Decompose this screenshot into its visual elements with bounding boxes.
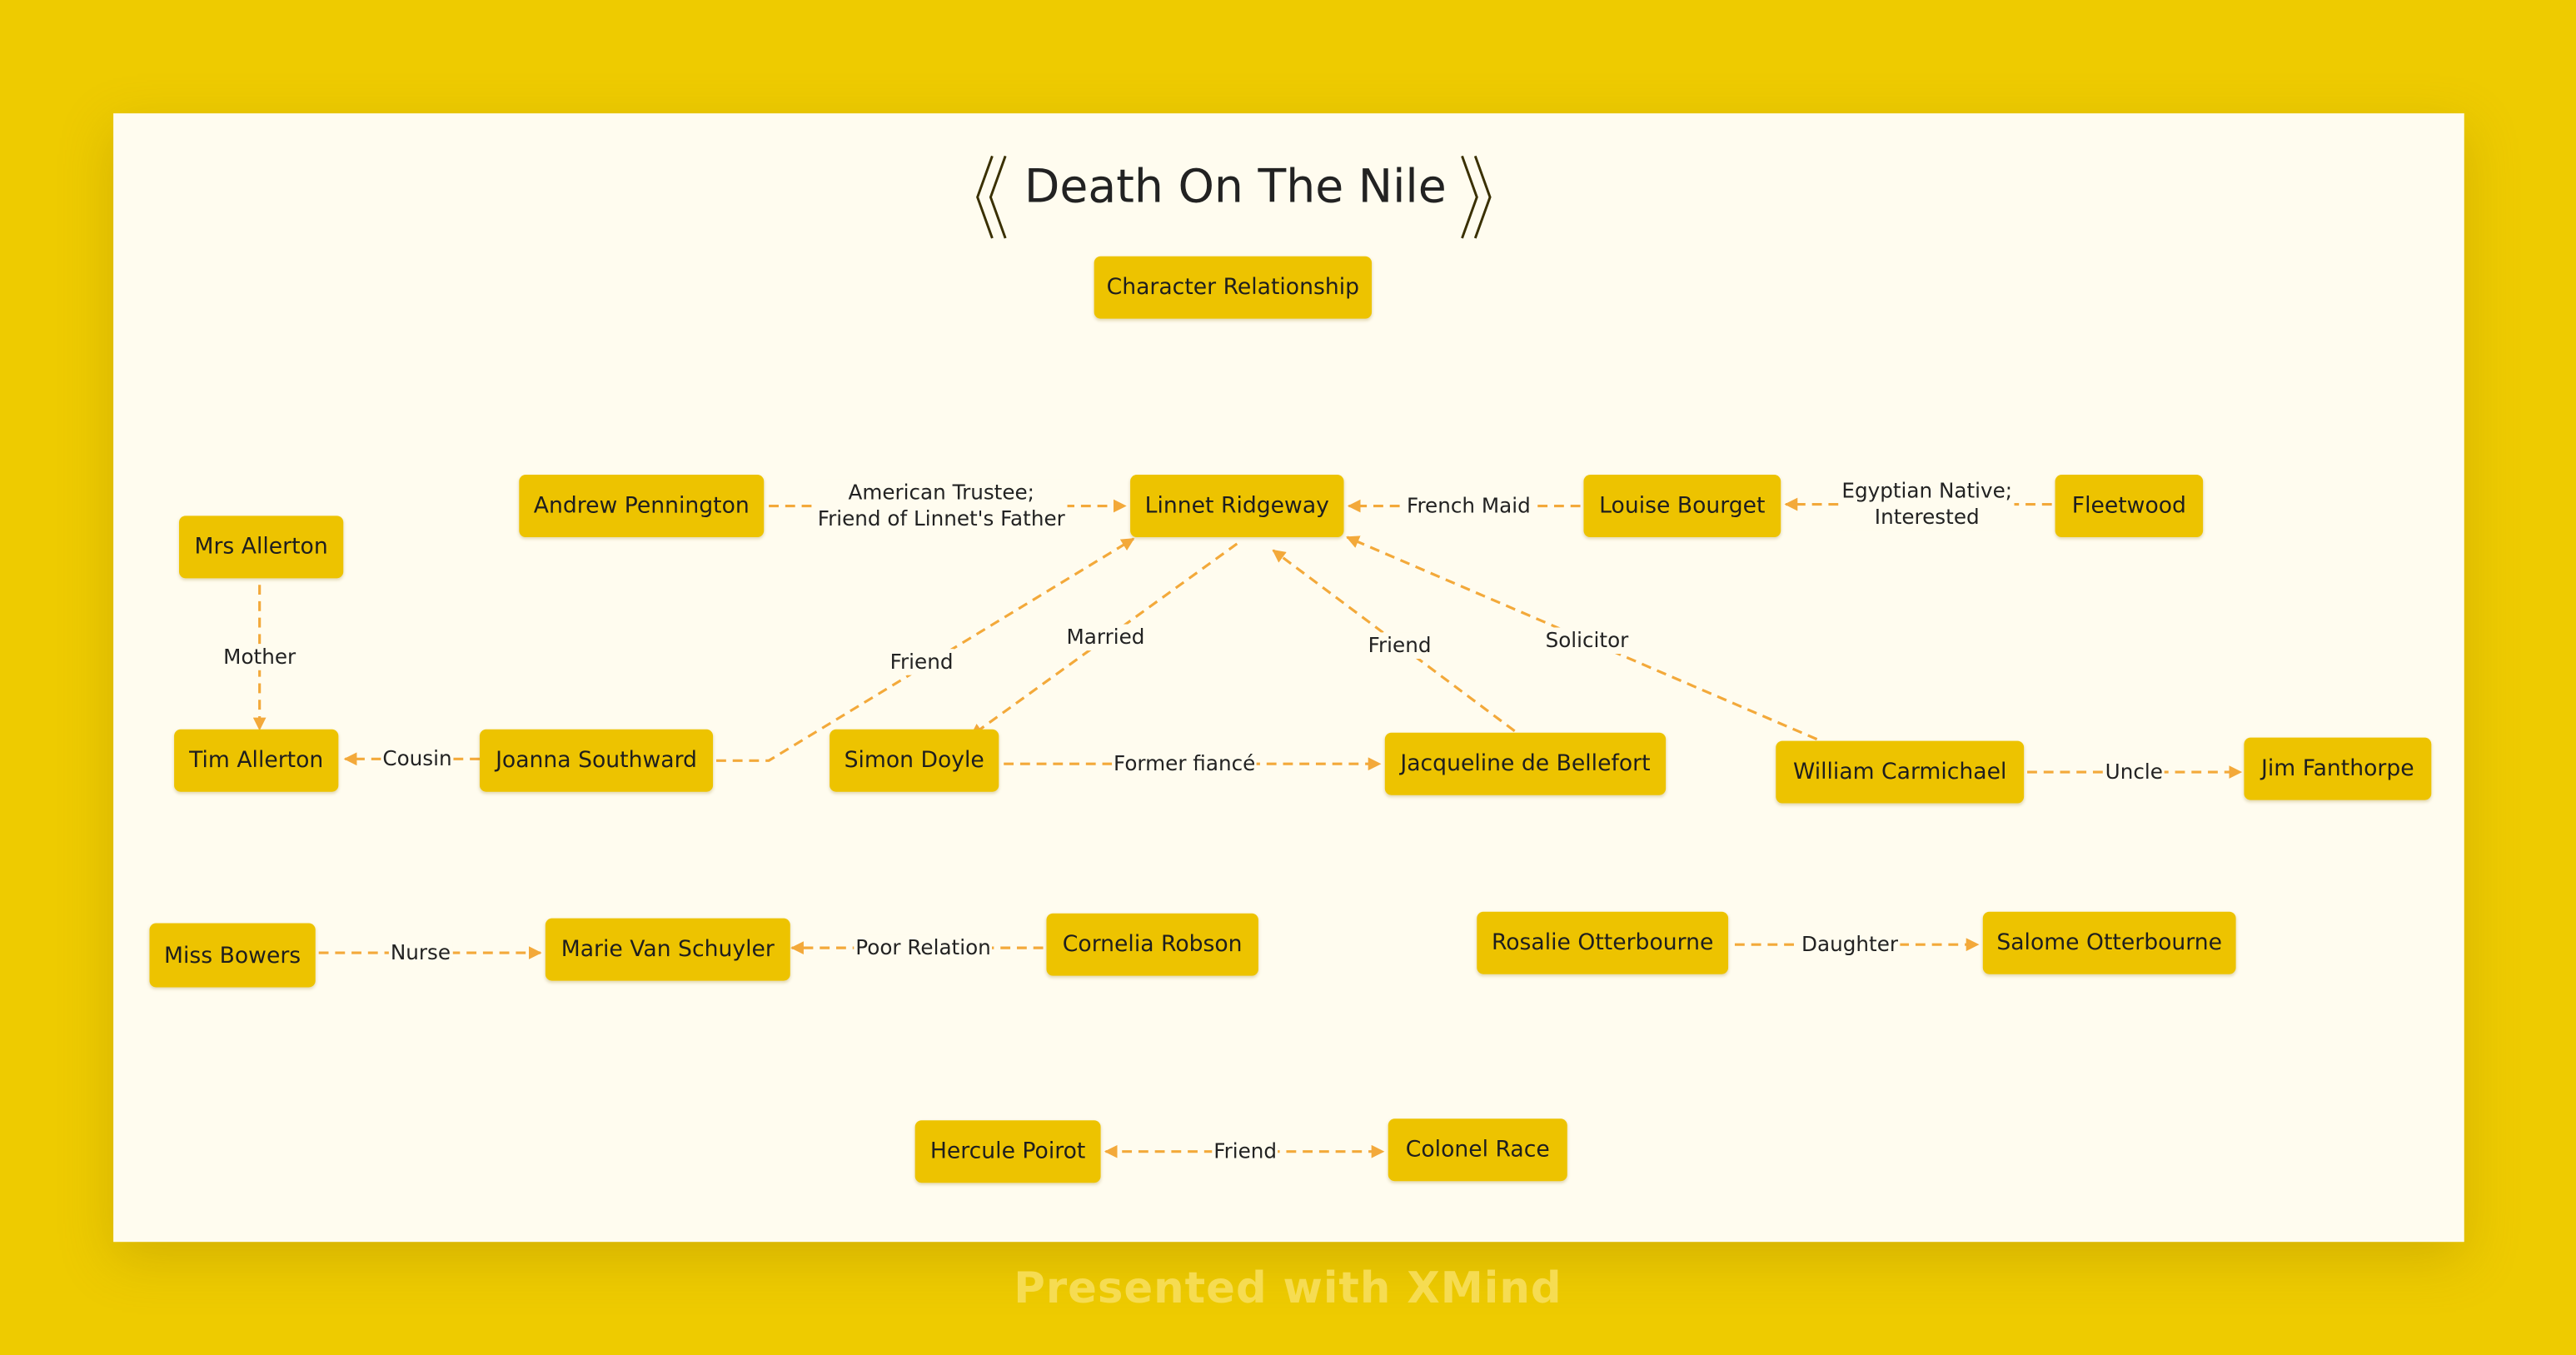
relation-label: French Maid — [1405, 492, 1532, 520]
relation-label: Former fiancé — [1112, 750, 1258, 777]
node-rosalie-otterbourne[interactable]: Rosalie Otterbourne — [1477, 911, 1729, 974]
relation-label: Solicitor — [1543, 627, 1631, 655]
node-marie-van-schuyler[interactable]: Marie Van Schuyler — [545, 918, 790, 981]
node-tim-allerton[interactable]: Tim Allerton — [174, 729, 339, 792]
relation-label: Friend — [888, 649, 955, 675]
node-cornelia-robson[interactable]: Cornelia Robson — [1046, 913, 1258, 976]
node-joanna-southward[interactable]: Joanna Southward — [479, 729, 714, 792]
node-andrew-pennington[interactable]: Andrew Pennington — [519, 475, 765, 538]
diagram-title: Death On The Nile — [969, 148, 1502, 247]
subtitle-node[interactable]: Character Relationship — [1094, 256, 1373, 319]
node-hercule-poirot[interactable]: Hercule Poirot — [914, 1120, 1101, 1183]
node-simon-doyle[interactable]: Simon Doyle — [830, 729, 999, 792]
relation-label: American Trustee;Friend of Linnet's Fath… — [815, 479, 1067, 533]
relation-label: Nurse — [388, 939, 453, 966]
node-jim-fanthorpe[interactable]: Jim Fanthorpe — [2244, 737, 2432, 800]
relation-label: Married — [1064, 624, 1147, 651]
relation-connector — [716, 537, 1135, 762]
diagram-title-text: Death On The Nile — [1024, 159, 1447, 214]
node-fleetwood[interactable]: Fleetwood — [2055, 475, 2204, 538]
node-mrs-allerton[interactable]: Mrs Allerton — [179, 516, 344, 579]
relation-label: Mother — [222, 644, 298, 670]
node-linnet-ridgeway[interactable]: Linnet Ridgeway — [1130, 475, 1344, 538]
title-brackets-icon — [976, 155, 1492, 239]
node-colonel-race[interactable]: Colonel Race — [1388, 1118, 1567, 1182]
relation-label: Poor Relation — [854, 934, 993, 961]
relation-label: Friend — [1212, 1138, 1279, 1165]
relation-connector — [969, 542, 1238, 737]
node-louise-bourget[interactable]: Louise Bourget — [1583, 475, 1781, 538]
node-jacqueline-de-bellefort[interactable]: Jacqueline de Bellefort — [1384, 732, 1667, 795]
node-salome-otterbourne[interactable]: Salome Otterbourne — [1982, 911, 2236, 974]
relation-label: Daughter — [1800, 931, 1900, 958]
relation-label: Cousin — [381, 745, 454, 773]
node-miss-bowers[interactable]: Miss Bowers — [149, 923, 316, 988]
relation-label: Friend — [1366, 632, 1433, 659]
footer-credit: Presented with XMind — [1014, 1264, 1562, 1314]
relation-label: Egyptian Native;Interested — [1840, 477, 2015, 531]
relation-label: Uncle — [2103, 759, 2165, 785]
node-william-carmichael[interactable]: William Carmichael — [1776, 740, 2025, 804]
